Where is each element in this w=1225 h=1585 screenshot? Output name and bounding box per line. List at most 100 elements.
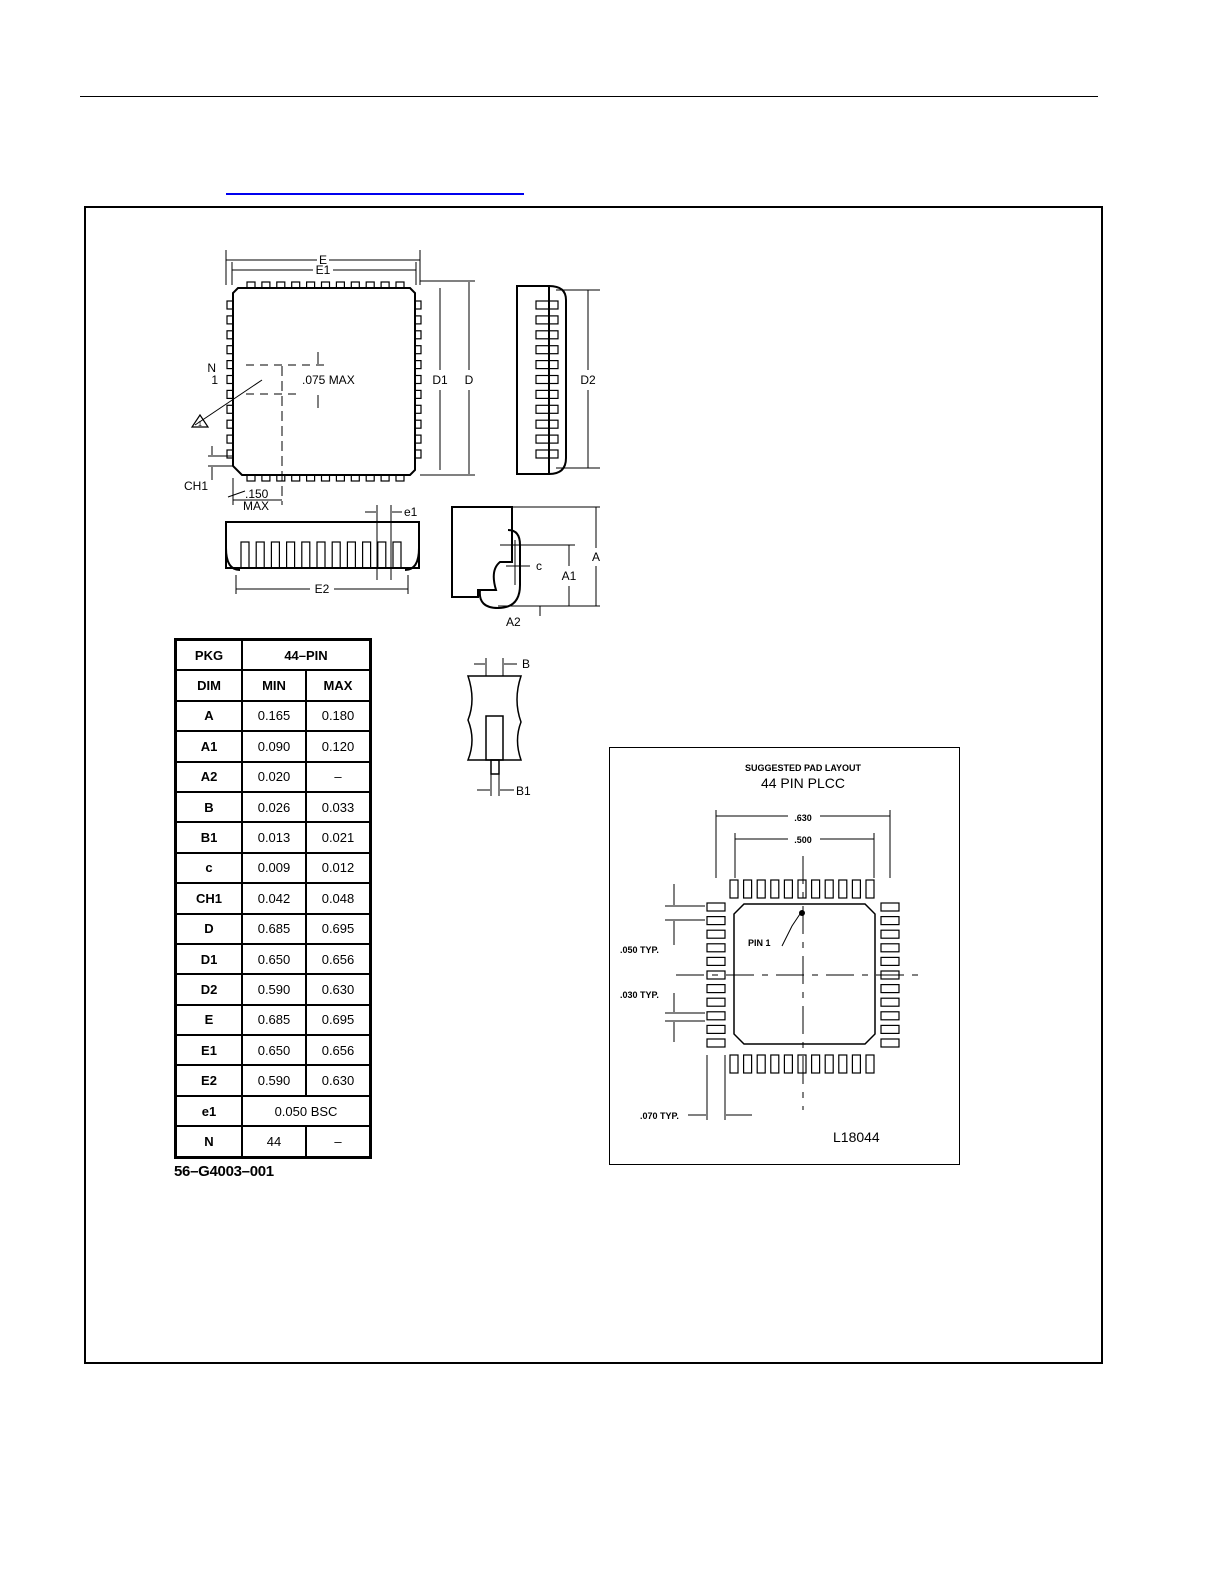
pad: [706, 1011, 726, 1021]
pad: [810, 1054, 821, 1074]
pad: [880, 997, 900, 1007]
pad: [783, 879, 794, 899]
pad-column-right: [880, 902, 900, 1048]
pad: [706, 1038, 726, 1048]
pad-row-bottom: [729, 1054, 875, 1074]
row-max: 0.695: [305, 1003, 372, 1037]
header-44pin: 44–PIN: [241, 638, 372, 672]
lead: [270, 541, 280, 569]
lead: [535, 374, 559, 385]
pad: [880, 956, 900, 967]
table-row-e1: e1 0.050 BSC: [174, 1094, 372, 1128]
row-max: 0.656: [305, 942, 372, 976]
row-max: –: [305, 1125, 372, 1159]
row-max: 0.630: [305, 1064, 372, 1097]
pad: [706, 1024, 726, 1035]
pin1-dot: [799, 910, 805, 916]
label-A2: A2: [506, 615, 521, 629]
pad: [851, 1054, 862, 1074]
pad-layout-subtitle: 44 PIN PLCC: [761, 775, 845, 791]
row-dim: A: [174, 699, 243, 733]
note-triangle-icon: [190, 413, 210, 428]
pad: [797, 879, 807, 899]
dim-500: .500: [794, 835, 812, 845]
row-dim: A1: [174, 730, 243, 763]
pad-layout-box: [609, 747, 960, 1165]
lead: [535, 360, 559, 370]
lead: [535, 419, 559, 429]
row-dim: e1: [174, 1094, 243, 1128]
lead: [377, 541, 387, 569]
label-N: N: [207, 361, 216, 375]
label-A1: A1: [562, 569, 577, 583]
header-min: MIN: [241, 669, 307, 702]
lead: [535, 330, 559, 340]
row-min: 0.685: [241, 912, 307, 945]
lead: [392, 541, 402, 569]
link-underline[interactable]: [226, 193, 524, 195]
label-e1: e1: [404, 505, 418, 519]
pad: [865, 879, 875, 899]
pad: [838, 879, 848, 899]
lead: [535, 404, 559, 414]
label-D1: D1: [432, 373, 448, 387]
lead: [535, 345, 559, 355]
pad: [706, 943, 726, 953]
pad: [756, 879, 766, 899]
pad: [824, 1054, 834, 1074]
lead: [535, 449, 559, 459]
table-header-dim: DIM MIN MAX: [174, 669, 372, 702]
row-min: 0.020: [241, 760, 307, 793]
dim-030-typ: .030 TYP.: [620, 990, 659, 1000]
pad: [756, 1054, 766, 1074]
row-max: 0.656: [305, 1034, 372, 1067]
row-min: 0.090: [241, 730, 307, 763]
row-min: 0.650: [241, 1034, 307, 1067]
row-dim: c: [174, 851, 243, 885]
row-min: 0.590: [241, 973, 307, 1006]
pad: [729, 879, 739, 899]
figure-frame: [84, 206, 1103, 1364]
lead: [535, 434, 559, 444]
pin1-label: PIN 1: [748, 938, 771, 948]
row-dim: D1: [174, 942, 243, 976]
lead: [286, 541, 296, 569]
row-min: 0.009: [241, 851, 307, 885]
pad-layout-title: SUGGESTED PAD LAYOUT: [745, 763, 862, 773]
pad: [851, 879, 862, 899]
lead: [362, 541, 372, 569]
label-E2: E2: [315, 582, 330, 596]
lead: [240, 541, 250, 569]
pad: [706, 929, 726, 939]
pad: [810, 879, 821, 899]
row-max: 0.021: [305, 821, 372, 854]
lead: [255, 541, 265, 569]
lead: [535, 300, 559, 310]
row-dim: E1: [174, 1034, 243, 1067]
row-min: 44: [241, 1125, 307, 1159]
label-E: E: [319, 253, 327, 267]
header-max: MAX: [305, 669, 372, 702]
row-dim: E2: [174, 1064, 243, 1097]
label-CH1: CH1: [184, 479, 208, 493]
package-number: 56–G4003–001: [174, 1163, 274, 1180]
side-view-leads: [535, 300, 559, 459]
pad-body-outline: [733, 903, 876, 1045]
row-dim: E: [174, 1003, 243, 1037]
pad: [797, 1054, 807, 1074]
pad: [783, 1054, 794, 1074]
pad: [706, 956, 726, 967]
table-row-n: N 44 –: [174, 1125, 372, 1159]
pad: [880, 915, 900, 926]
row-max: 0.695: [305, 912, 372, 945]
pad: [838, 1054, 848, 1074]
